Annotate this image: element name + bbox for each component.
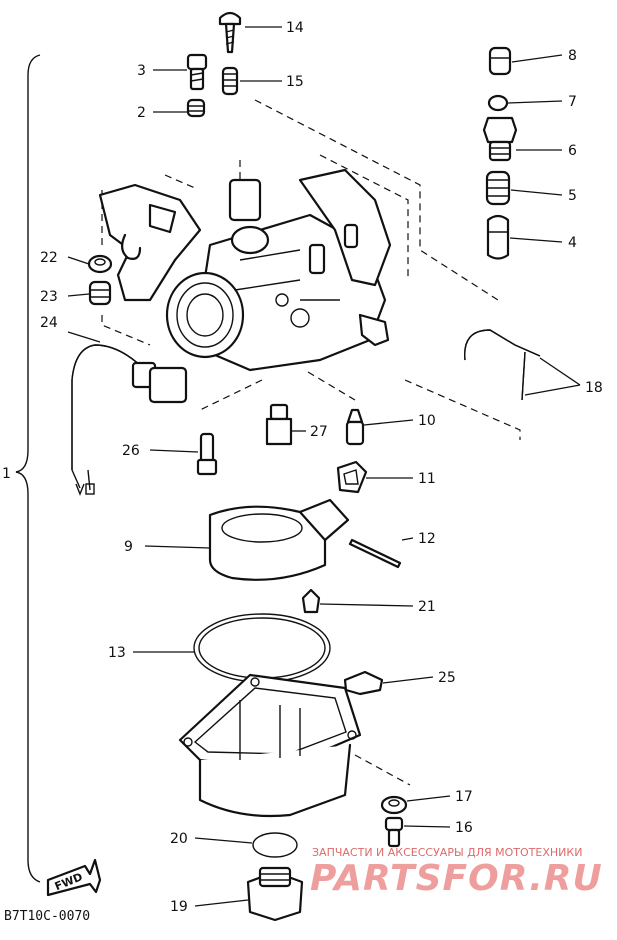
part-2-spring	[186, 98, 206, 118]
callout-3: 3	[137, 63, 146, 79]
watermark: ЗАПЧАСТИ И АКСЕССУАРЫ ДЛЯ МОТОТЕХНИКИ PA…	[310, 846, 603, 899]
callout-15: 15	[286, 74, 304, 90]
part-16-screw	[384, 816, 404, 848]
callout-13: 13	[108, 645, 126, 661]
callout-16: 16	[455, 820, 473, 836]
part-5-spring	[485, 170, 511, 206]
watermark-tagline: ЗАПЧАСТИ И АКСЕССУАРЫ ДЛЯ МОТОТЕХНИКИ	[312, 846, 582, 859]
part-3-screw	[186, 53, 208, 91]
callout-2: 2	[137, 105, 146, 121]
callout-20: 20	[170, 831, 188, 847]
part-15-spring	[221, 66, 239, 96]
callout-labels: 14 15 3 2 8 7 6 5 4 22 23 24 18 1 27 26 …	[2, 20, 603, 915]
callout-14: 14	[286, 20, 304, 36]
part-12-pin	[348, 538, 402, 569]
part-19-drain-plug	[246, 866, 304, 922]
watermark-brand: PARTSFOR.RU	[310, 858, 603, 899]
part-6-needle-holder	[482, 116, 518, 162]
callout-19: 19	[170, 899, 188, 915]
carburetor-body	[98, 168, 392, 372]
part-10-needle-valve	[345, 408, 365, 446]
callout-24: 24	[40, 315, 58, 331]
part-4-piston	[486, 214, 510, 260]
callout-1: 1	[2, 466, 11, 482]
drawing-code: B7T10C-0070	[4, 909, 90, 924]
part-17-washer	[380, 795, 408, 815]
callout-23: 23	[40, 289, 58, 305]
callout-10: 10	[418, 413, 436, 429]
part-27-jet	[265, 403, 293, 446]
part-14-screw	[218, 11, 242, 54]
part-8-cap	[488, 46, 512, 76]
callout-25: 25	[438, 670, 456, 686]
assembly-bracket	[15, 54, 41, 883]
part-25-bracket	[343, 670, 384, 696]
callout-4: 4	[568, 235, 577, 251]
part-9-float	[208, 498, 350, 581]
part-7-washer	[487, 94, 509, 112]
callout-11: 11	[418, 471, 436, 487]
part-20-oring	[252, 832, 298, 858]
callout-12: 12	[418, 531, 436, 547]
forward-arrow-icon: FWD	[46, 858, 102, 897]
float-bowl	[178, 673, 362, 818]
callout-8: 8	[568, 48, 577, 64]
callout-27: 27	[310, 424, 328, 440]
leader-lines	[67, 26, 581, 907]
part-22-cap	[87, 254, 113, 274]
callout-17: 17	[455, 789, 473, 805]
callout-6: 6	[568, 143, 577, 159]
callout-26: 26	[122, 443, 140, 459]
assembly-guide-lines	[101, 99, 521, 786]
part-24-harness	[71, 344, 188, 496]
callout-9: 9	[124, 539, 133, 555]
callout-18: 18	[585, 380, 603, 396]
callout-21: 21	[418, 599, 436, 615]
part-18-hose	[464, 329, 541, 401]
part-26-jet	[196, 432, 218, 476]
part-13-gasket	[193, 613, 331, 683]
callout-7: 7	[568, 94, 577, 110]
part-11-clip	[336, 460, 368, 494]
part-23-spring	[88, 280, 112, 306]
callout-22: 22	[40, 250, 58, 266]
part-21-seat	[301, 588, 321, 614]
callout-5: 5	[568, 188, 577, 204]
